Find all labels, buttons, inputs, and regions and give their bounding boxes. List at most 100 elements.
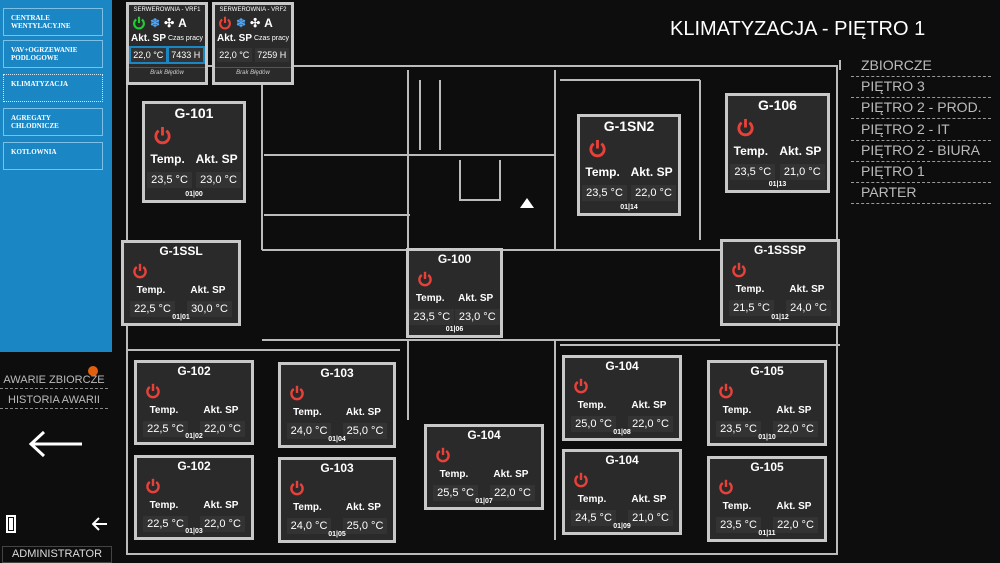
room-id: 01|14 [620, 204, 638, 211]
room-id: 01|11 [758, 530, 776, 537]
temp-value: 24,5 °C [571, 510, 616, 526]
sp-label: Akt. SP [345, 502, 381, 513]
temp-label: Temp. [735, 284, 765, 295]
sp-label: Akt. SP [630, 165, 673, 179]
power-icon[interactable] [736, 118, 755, 137]
setpoint-value[interactable]: 22,0 °C [631, 185, 676, 201]
power-icon[interactable] [132, 16, 146, 30]
alarm-bell-icon [88, 366, 98, 376]
error-status: Brak Błędów [215, 67, 291, 76]
room-id: 01|02 [185, 433, 203, 440]
temp-label: Temp. [722, 501, 752, 512]
setpoint-value[interactable]: 25,0 °C [342, 518, 388, 534]
temp-label: Temp. [722, 405, 752, 416]
setpoint-value[interactable]: 22,0 °C [131, 48, 166, 62]
floor-link[interactable]: PARTER [851, 183, 991, 205]
power-icon[interactable] [731, 262, 747, 278]
setpoint-value[interactable]: 22,0 °C [773, 517, 818, 533]
setpoint-value[interactable]: 22,0 °C [628, 416, 673, 432]
sidebar-item[interactable]: AGREGATY CHLODNICZE [3, 108, 103, 136]
power-icon[interactable] [573, 378, 589, 394]
temp-value: 24,0 °C [286, 518, 332, 534]
fan-icon: ✣ [250, 16, 261, 30]
sidebar-item[interactable]: VAV+OGRZEWANIE PODLOGOWE [3, 40, 103, 68]
room-id: 01|01 [172, 314, 190, 321]
room-id: 01|09 [613, 523, 631, 530]
room-name: G-100 [437, 252, 472, 266]
logout-door-icon[interactable] [6, 515, 16, 533]
power-icon[interactable] [573, 472, 589, 488]
floor-link[interactable]: PIĘTRO 3 [851, 77, 991, 99]
setpoint-value[interactable]: 22,0 °C [200, 421, 245, 437]
power-icon[interactable] [145, 478, 161, 494]
power-icon[interactable] [718, 383, 734, 399]
vrf-name: SERWEROWNIA - VRF1 [133, 7, 201, 13]
power-icon[interactable] [588, 139, 607, 158]
error-status: Brak Błędów [129, 67, 205, 76]
vrf-name: SERWEROWNIA - VRF2 [219, 7, 287, 13]
setpoint-value[interactable]: 21,0 °C [628, 510, 673, 526]
small-back-arrow-icon[interactable] [92, 517, 108, 531]
power-icon[interactable] [718, 479, 734, 495]
power-icon[interactable] [145, 383, 161, 399]
floor-link[interactable]: PIĘTRO 2 - BIURA [851, 141, 991, 162]
snowflake-icon: ❄ [150, 16, 161, 30]
sidebar-item[interactable]: KLIMATYZACJA [3, 74, 103, 102]
room-id: 01|04 [328, 436, 346, 443]
room-name: G-104 [467, 428, 501, 442]
power-icon[interactable] [289, 480, 305, 496]
room-id: 01|10 [758, 434, 776, 441]
sidebar-item[interactable]: KOTLOWNIA [3, 142, 103, 170]
room-id: 01|13 [768, 181, 787, 188]
sp-label: Akt. SP [631, 400, 667, 411]
setpoint-value[interactable]: 30,0 °C [187, 301, 232, 317]
sp-label: Akt. SP [776, 405, 812, 416]
setpoint-value[interactable]: 23,0 °C [454, 309, 500, 325]
power-icon[interactable] [435, 447, 451, 463]
power-icon[interactable] [218, 16, 232, 30]
floor-link[interactable]: PIĘTRO 1 [851, 162, 991, 183]
setpoint-value[interactable]: 22,0 °C [200, 516, 245, 532]
power-icon[interactable] [417, 271, 433, 287]
temp-label: Temp. [149, 405, 179, 416]
power-icon[interactable] [132, 263, 148, 279]
setpoint-value[interactable]: 22,0 °C [490, 485, 535, 501]
floor-link[interactable]: PIĘTRO 2 - PROD. [851, 98, 991, 120]
power-icon[interactable] [153, 126, 172, 145]
power-icon[interactable] [289, 385, 305, 401]
setpoint-value[interactable]: 23,0 °C [196, 172, 241, 188]
temp-label: Temp. [577, 494, 607, 505]
setpoint-value[interactable]: 22,0 °C [217, 48, 252, 62]
setpoint-value[interactable]: 24,0 °C [786, 300, 831, 316]
setpoint-value[interactable]: 22,0 °C [773, 421, 818, 437]
floor-link[interactable]: ZBIORCZE [851, 56, 991, 77]
setpoint-value[interactable]: 21,0 °C [779, 164, 825, 180]
back-arrow-icon[interactable] [28, 430, 84, 458]
sidebar-item[interactable]: CENTRALE WENTYLACYJNE [3, 8, 103, 36]
setpoint-value[interactable]: 25,0 °C [342, 423, 388, 439]
temp-value: 21,5 °C [729, 300, 774, 316]
alarms-summary-link[interactable]: AWARIE ZBIORCZE [0, 374, 108, 389]
floor-link[interactable]: PIĘTRO 2 - IT [851, 120, 991, 141]
temp-label: Temp. [136, 285, 166, 296]
room-id: 01|00 [185, 191, 203, 198]
sp-label: Akt. SP [345, 407, 381, 418]
alarm-history-link[interactable]: HISTORIA AWARII [0, 394, 108, 409]
